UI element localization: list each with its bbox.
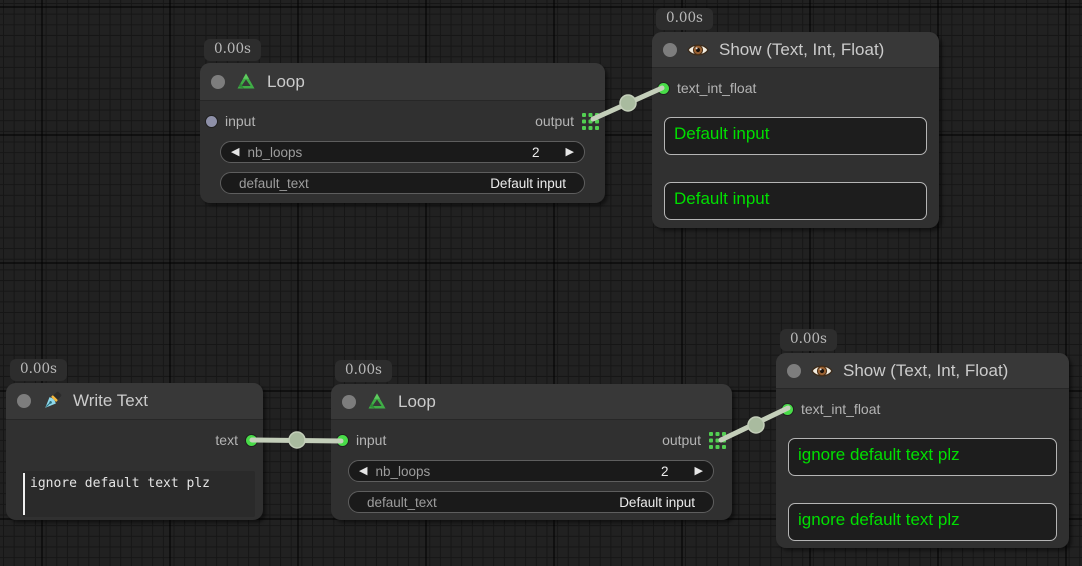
widget-label: nb_loops xyxy=(375,463,431,479)
input-label: input xyxy=(356,432,387,448)
widget-value: 2 xyxy=(661,463,669,479)
node-loop[interactable]: 0.00s Loop input output ◀ nb_loops 2 ▶ d… xyxy=(331,360,732,520)
execution-time-badge: 0.00s xyxy=(10,359,67,381)
increment-arrow-icon[interactable]: ▶ xyxy=(694,464,703,477)
decrement-arrow-icon[interactable]: ◀ xyxy=(231,145,240,158)
node-title: Write Text xyxy=(73,391,148,410)
execution-time-badge: 0.00s xyxy=(335,360,392,382)
link-wire[interactable] xyxy=(249,437,344,444)
output-label: text xyxy=(215,432,238,448)
eye-icon xyxy=(687,40,709,60)
io-row: text xyxy=(6,420,263,460)
text-input-area[interactable]: ignore default text plz xyxy=(22,471,255,517)
input-label: text_int_float xyxy=(677,80,757,96)
recycle-icon xyxy=(235,72,257,92)
default-text-widget[interactable]: default_text Default input xyxy=(348,491,714,513)
io-row: input output xyxy=(200,101,605,141)
link-midpoint-dot[interactable] xyxy=(288,431,306,449)
input-label: text_int_float xyxy=(801,401,881,417)
link-midpoint-dot[interactable] xyxy=(747,416,765,434)
widget-value: 2 xyxy=(532,144,540,160)
widget-label: default_text xyxy=(367,494,437,510)
widget-value: Default input xyxy=(490,175,566,191)
node-titlebar[interactable]: Loop xyxy=(200,63,605,101)
pen-nib-icon xyxy=(41,391,63,411)
eye-icon xyxy=(811,361,833,381)
text-value: ignore default text plz xyxy=(30,476,211,491)
node-show-text-int-float[interactable]: 0.00s Show (Text, Int, Float) text_int_f… xyxy=(776,329,1069,548)
node-title: Loop xyxy=(267,71,305,91)
collapse-dot[interactable] xyxy=(17,394,31,408)
widget-value: Default input xyxy=(619,494,695,510)
node-titlebar[interactable]: Show (Text, Int, Float) xyxy=(652,32,939,68)
node-write-text[interactable]: 0.00s Write Text text ignore default tex… xyxy=(6,359,263,520)
node-loop[interactable]: 0.00s Loop input output ◀ nb_loops 2 ▶ d… xyxy=(200,39,605,203)
output-socket[interactable] xyxy=(246,434,257,446)
execution-time-badge: 0.00s xyxy=(204,39,261,61)
recycle-icon xyxy=(366,392,388,412)
execution-time-badge: 0.00s xyxy=(656,8,713,30)
input-socket[interactable] xyxy=(337,434,348,446)
collapse-dot[interactable] xyxy=(211,74,225,89)
node-titlebar[interactable]: Show (Text, Int, Float) xyxy=(776,353,1069,389)
show-text-box-2[interactable]: Default input xyxy=(664,182,927,220)
decrement-arrow-icon[interactable]: ◀ xyxy=(359,464,368,477)
execution-time-badge: 0.00s xyxy=(780,329,837,351)
link-midpoint-dot[interactable] xyxy=(619,94,637,112)
io-row: input output xyxy=(331,420,732,460)
widget-label: default_text xyxy=(239,175,309,191)
input-socket[interactable] xyxy=(782,403,793,415)
nb-loops-widget[interactable]: ◀ nb_loops 2 ▶ xyxy=(220,141,585,163)
node-title: Loop xyxy=(398,391,436,411)
node-titlebar[interactable]: Write Text xyxy=(6,383,263,420)
widget-label: nb_loops xyxy=(247,144,303,160)
grid-socket-icon[interactable] xyxy=(582,112,599,130)
io-row: text_int_float xyxy=(652,68,939,108)
default-text-widget[interactable]: default_text Default input xyxy=(220,172,585,194)
show-text-box-2[interactable]: ignore default text plz xyxy=(788,503,1057,541)
text-caret xyxy=(23,473,25,515)
collapse-dot[interactable] xyxy=(342,394,356,409)
collapse-dot[interactable] xyxy=(787,363,801,378)
node-titlebar[interactable]: Loop xyxy=(331,384,732,420)
input-label: input xyxy=(225,113,256,129)
output-label: output xyxy=(662,432,701,448)
io-row: text_int_float xyxy=(776,389,1069,429)
node-show-text-int-float[interactable]: 0.00s Show (Text, Int, Float) text_int_f… xyxy=(652,8,939,228)
increment-arrow-icon[interactable]: ▶ xyxy=(565,145,574,158)
node-title: Show (Text, Int, Float) xyxy=(843,360,1009,380)
nb-loops-widget[interactable]: ◀ nb_loops 2 ▶ xyxy=(348,460,714,482)
show-text-box-1[interactable]: ignore default text plz xyxy=(788,438,1057,476)
input-socket[interactable] xyxy=(658,82,669,94)
collapse-dot[interactable] xyxy=(663,42,677,57)
grid-socket-icon[interactable] xyxy=(709,431,726,449)
input-socket[interactable] xyxy=(206,115,217,127)
node-title: Show (Text, Int, Float) xyxy=(719,39,885,59)
show-text-box-1[interactable]: Default input xyxy=(664,117,927,155)
output-label: output xyxy=(535,113,574,129)
